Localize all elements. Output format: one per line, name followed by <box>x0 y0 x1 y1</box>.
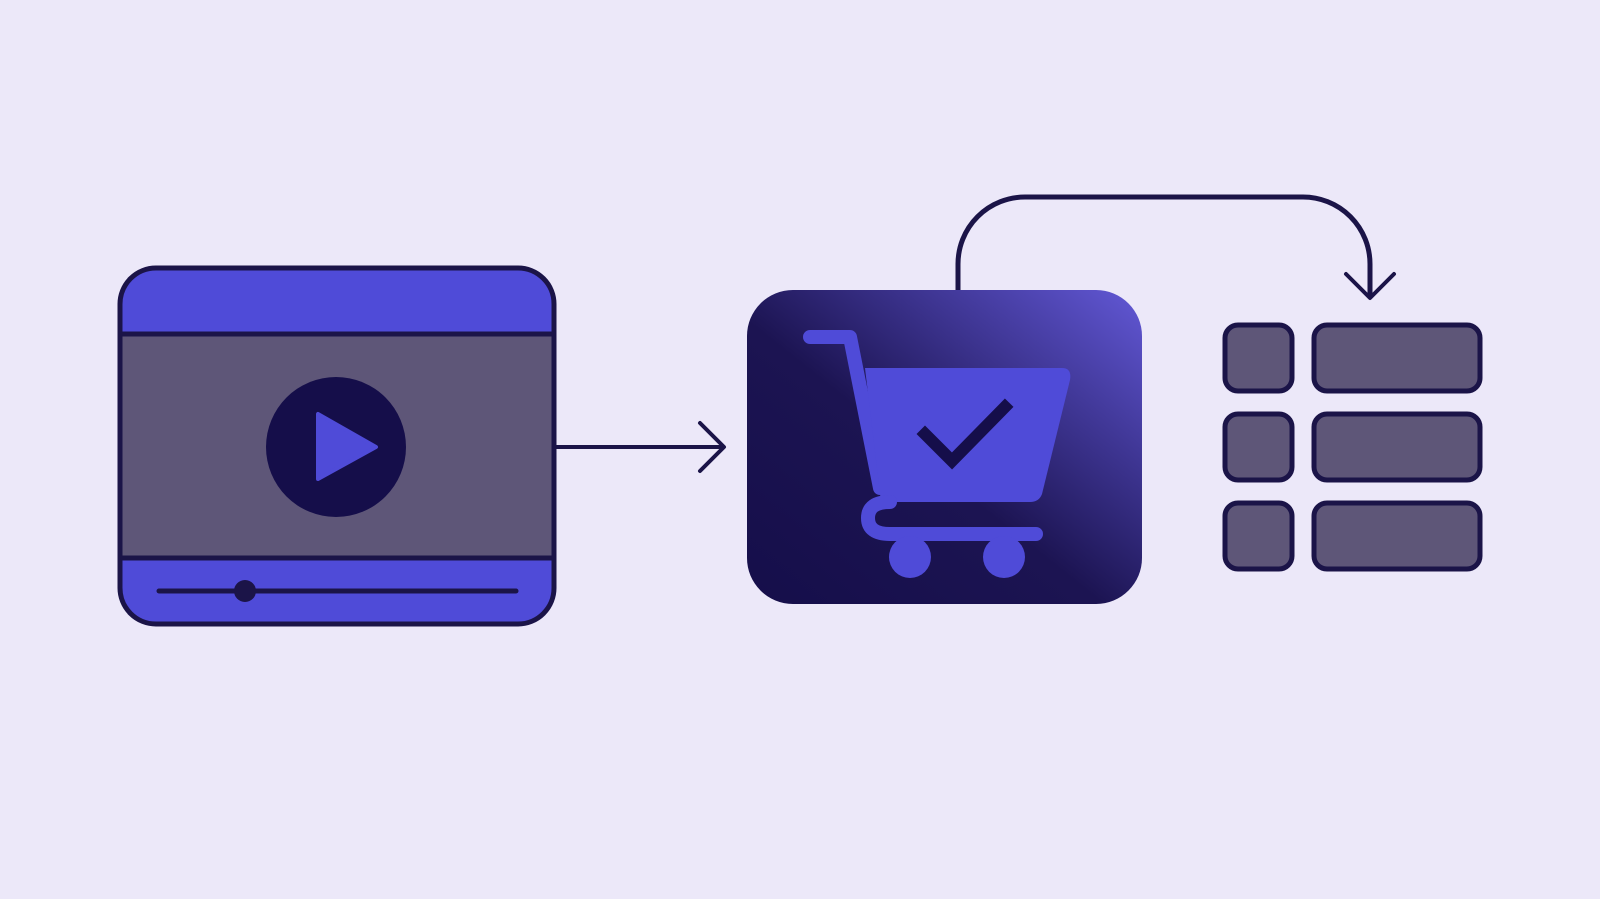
video-player-icon <box>117 265 557 627</box>
progress-slider <box>156 580 519 602</box>
grid-row-bar <box>1311 322 1483 394</box>
player-header-bar <box>120 268 554 334</box>
grid-row-bar <box>1311 411 1483 483</box>
grid-cell <box>1222 411 1295 483</box>
cart-node <box>747 290 1142 604</box>
grid-cell <box>1222 322 1295 394</box>
progress-slider-knob <box>234 580 256 602</box>
list-grid-icon <box>1222 322 1483 572</box>
play-button-icon <box>266 377 406 517</box>
grid-row-bar <box>1311 500 1483 572</box>
arrow-player-to-cart <box>554 421 726 473</box>
arrow-cart-to-grid <box>955 194 1396 300</box>
grid-cell <box>1222 500 1295 572</box>
shopping-cart-check-icon <box>803 330 1071 578</box>
